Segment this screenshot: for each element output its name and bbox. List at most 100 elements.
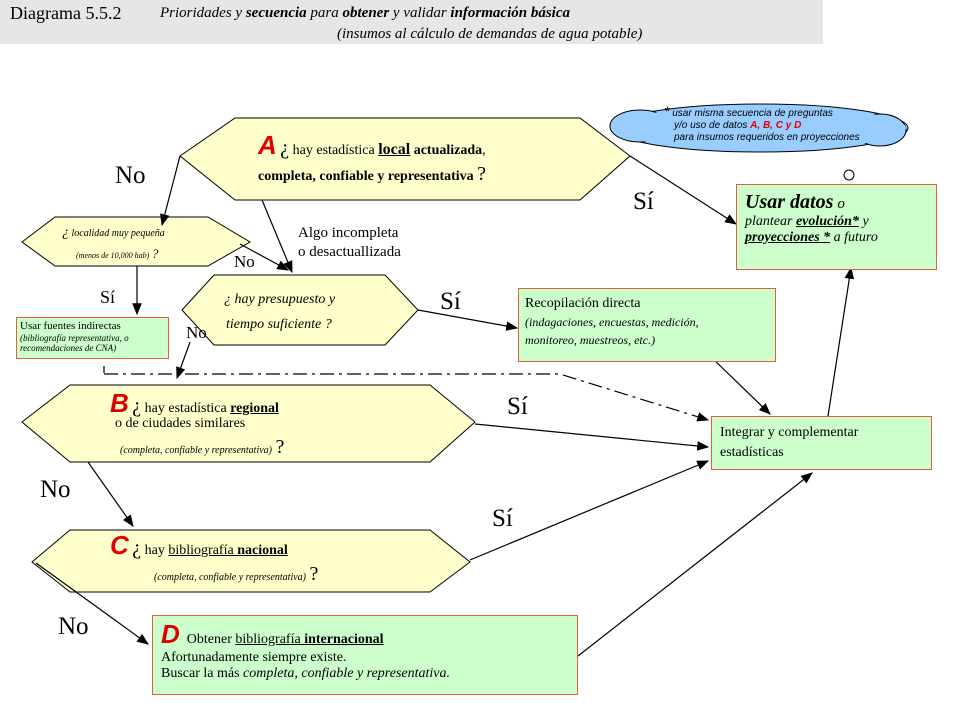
label-algo-line-1: Algo incompleta xyxy=(298,225,399,241)
label-no-c: No xyxy=(58,613,89,640)
a-text-1: hay estadística xyxy=(292,143,379,158)
question-open: ¿ xyxy=(132,395,142,417)
cloud-text-2: y/o uso de datos xyxy=(674,120,751,131)
label-no-presupuesto: No xyxy=(186,323,207,342)
recopilacion-box: Recopilación directa (indagaciones, encu… xyxy=(518,288,776,362)
decision-presupuesto-text: ¿ hay presupuesto y tiempo suficiente ? xyxy=(224,288,404,337)
cloud-shape xyxy=(609,103,909,213)
cloud-line-1: * usar misma secuencia de preguntas xyxy=(664,103,860,120)
cloud-line-3: para insumos requeridos en proyecciones xyxy=(674,132,860,143)
localidad-text-2: (menos de 10,000 hab) xyxy=(76,251,150,261)
title-bar: Diagrama 5.5.2 Prioridades y secuencia p… xyxy=(0,0,823,44)
question-close: ? xyxy=(477,163,487,186)
title-part: Prioridades y xyxy=(160,5,246,21)
d-line-1: D Obtener bibliografía internacional xyxy=(161,619,569,650)
integrar-box: Integrar y complementar estadísticas xyxy=(711,416,932,470)
decision-c-text: C ¿ hay bibliografía nacional (completa,… xyxy=(110,528,430,588)
fuentes-indirectas-box: Usar fuentes indirectas (bibliografía re… xyxy=(16,317,169,359)
fuentes-line-1: Usar fuentes indirectas xyxy=(20,320,121,332)
a-text-3: , xyxy=(482,143,486,158)
connectors xyxy=(35,155,855,657)
question-open: ¿ xyxy=(132,537,142,559)
question-close: ? xyxy=(324,316,332,332)
c-line-2-text: (completa, confiable y representativa) xyxy=(154,572,306,584)
a-text-2: actualizada xyxy=(410,143,483,158)
integrar-line-1: Integrar y complementar xyxy=(720,425,859,440)
decision-c-shape xyxy=(31,529,471,593)
usar-datos-evolucion: evolución* xyxy=(795,214,859,229)
label-no-localidad: No xyxy=(234,252,255,271)
title-part: para xyxy=(306,5,343,21)
usar-datos-plantear: plantear xyxy=(745,214,796,229)
usar-datos-box: Usar datos o plantear evolución* y proye… xyxy=(736,184,937,270)
letter-a: A xyxy=(258,130,277,160)
cloud-text-1: usar misma secuencia de preguntas xyxy=(672,108,833,119)
presupuesto-text-1: hay presupuesto y xyxy=(234,292,336,307)
usar-datos-o: o xyxy=(837,196,845,212)
c-bibliografia: bibliografía xyxy=(168,543,238,558)
fuentes-line-3: recomendaciones de CNA) xyxy=(20,342,117,353)
usar-datos-proyecciones: proyecciones * xyxy=(745,230,831,245)
d-line-3: Buscar la más completa, confiable y repr… xyxy=(161,666,569,682)
d-line-3a: Buscar la más xyxy=(161,665,244,681)
question-close: ? xyxy=(275,435,285,458)
c-text-1: hay xyxy=(144,543,169,558)
diagram-title: Prioridades y secuencia para obtener y v… xyxy=(160,5,570,22)
recopilacion-line-1: Recopilación directa xyxy=(525,296,641,311)
decision-b-shape xyxy=(21,384,476,463)
label-si-b: Sí xyxy=(507,393,528,420)
presupuesto-line-2: tiempo suficiente ? xyxy=(224,313,404,338)
diagram-subtitle: (insumos al cálculo de demandas de agua … xyxy=(337,26,643,42)
recopilacion-line-2: (indagaciones, encuestas, medición, xyxy=(525,315,699,330)
usar-datos-futuro: a futuro xyxy=(830,230,878,245)
asterisk: * xyxy=(664,103,670,119)
label-no-b: No xyxy=(40,476,71,503)
d-line-3b: completa, confiable y representativa. xyxy=(243,665,450,681)
question-open: ¿ xyxy=(280,137,290,159)
usar-datos-title: Usar datos xyxy=(745,191,834,213)
question-open: ¿ xyxy=(62,225,69,240)
b-regional: regional xyxy=(230,401,279,416)
usar-datos-line-3: proyecciones * a futuro xyxy=(745,230,928,246)
cloud-letters: A, B, C y D xyxy=(750,120,802,131)
b-text-1: hay estadística xyxy=(144,401,231,416)
node-d-box: D Obtener bibliografía internacional Afo… xyxy=(152,615,578,695)
question-open: ¿ xyxy=(224,292,231,307)
label-si-presupuesto: Sí xyxy=(440,288,461,315)
d-internacional: internacional xyxy=(304,632,384,647)
label-algo-line-2: o desactuallizada xyxy=(298,243,401,260)
label-no-a: No xyxy=(115,162,146,189)
a-line-2-text: completa, confiable y representativa xyxy=(258,169,474,185)
presupuesto-line-1: ¿ hay presupuesto y xyxy=(224,288,404,313)
a-local: local xyxy=(378,141,411,158)
decision-localidad-text: ¿ localidad muy pequeña (menos de 10,000… xyxy=(62,222,242,265)
label-si-localidad: Sí xyxy=(100,287,116,307)
cloud-note: * usar misma secuencia de preguntas y/o … xyxy=(664,103,860,144)
title-part: obtener xyxy=(342,5,390,21)
recopilacion-line-3: monitoreo, muestreos, etc.) xyxy=(525,332,656,347)
b-line-2: o de ciudades similares xyxy=(115,416,246,432)
b-line-3: (completa, confiable y representativa) ? xyxy=(110,434,430,461)
d-line-2: Afortunadamente siempre existe. xyxy=(161,649,347,665)
question-close: ? xyxy=(151,246,159,262)
c-nacional: nacional xyxy=(237,543,288,558)
question-close: ? xyxy=(309,563,319,586)
usar-datos-line-1: Usar datos o xyxy=(745,191,928,214)
a-line-2: completa, confiable y representativa ? xyxy=(258,161,598,188)
title-part: y validar xyxy=(389,5,451,21)
title-part: información básica xyxy=(450,5,571,21)
localidad-text-1: localidad muy pequeña xyxy=(71,228,165,239)
integrar-line-2: estadísticas xyxy=(720,444,784,460)
localidad-line-2: (menos de 10,000 hab) ? xyxy=(62,244,242,265)
presupuesto-text-2: tiempo suficiente xyxy=(226,316,322,332)
label-si-a: Sí xyxy=(633,188,654,215)
cloud-line-2: y/o uso de datos A, B, C y D xyxy=(664,120,860,132)
decision-a-text: A ¿ hay estadística local actualizada, c… xyxy=(258,128,598,188)
label-si-c: Sí xyxy=(492,505,513,532)
letter-d: D xyxy=(161,619,180,649)
label-algo-incompleta: Algo incompleta o desactuallizada xyxy=(298,224,401,262)
c-line-2: (completa, confiable y representativa) ? xyxy=(110,561,430,588)
b-line-3-text: (completa, confiable y representativa) xyxy=(120,444,272,456)
diagram-number: Diagrama 5.5.2 xyxy=(10,3,122,23)
